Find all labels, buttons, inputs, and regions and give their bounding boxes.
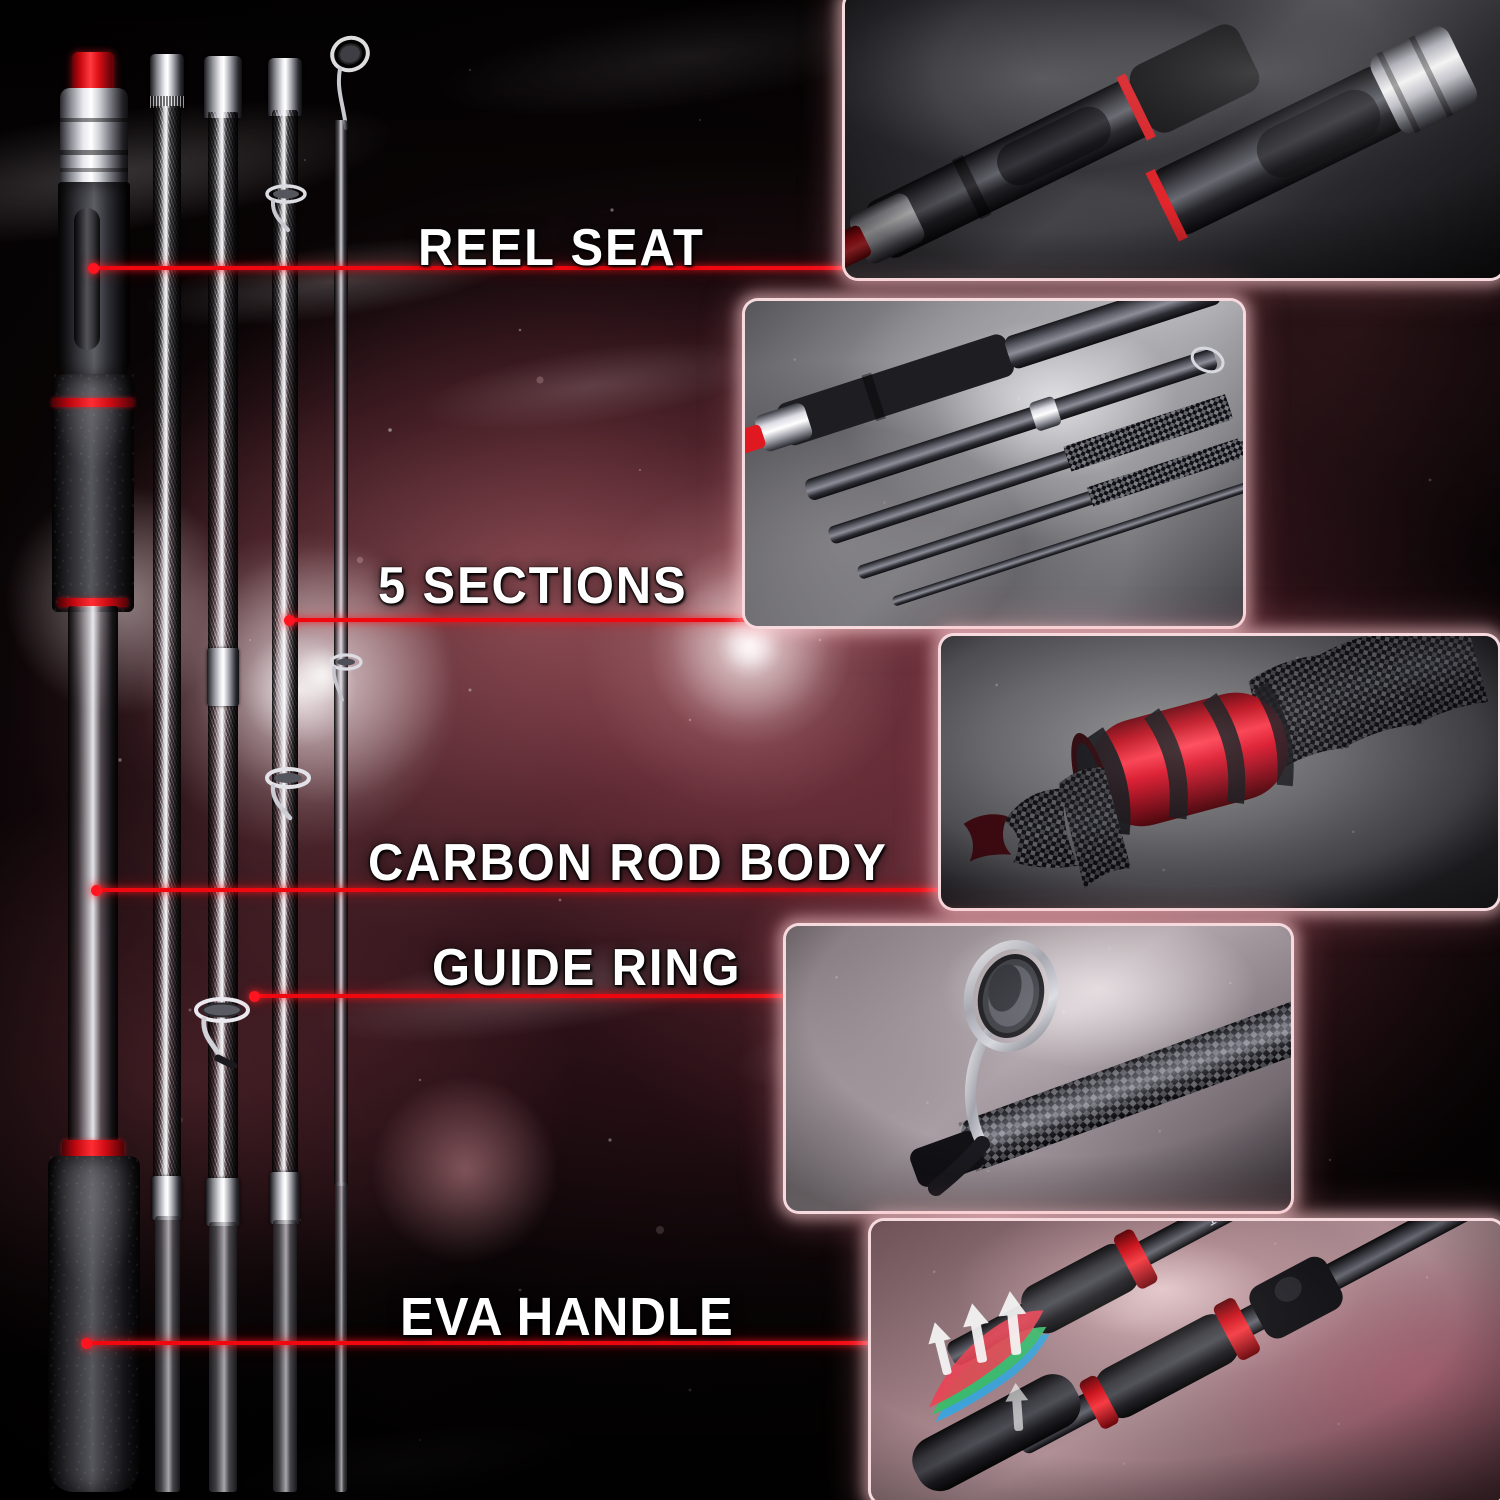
inset-guide-ring-photo bbox=[783, 923, 1294, 1214]
callout-line-eva-handle bbox=[85, 1341, 885, 1345]
section-4-joint-ferrule bbox=[270, 1172, 300, 1224]
callout-line-reel-seat bbox=[92, 266, 852, 270]
callout-line-carbon-rod-body bbox=[95, 888, 950, 892]
rear-eva-handle bbox=[48, 1156, 140, 1492]
callout-label-eva-handle: EVA HANDLE bbox=[400, 1287, 734, 1347]
inset-carbon-rod-body-photo bbox=[938, 633, 1500, 911]
rod-part-tip-section bbox=[318, 0, 388, 1500]
callout-dot-reel-seat bbox=[88, 263, 99, 274]
callout-label-carbon-rod-body: CARBON ROD BODY bbox=[368, 834, 888, 892]
section-4-blank bbox=[272, 110, 298, 1182]
callout-dot-carbon-rod-body bbox=[91, 885, 102, 896]
reel-seat-groove-3 bbox=[60, 168, 128, 172]
section-2-thread-wrap bbox=[150, 96, 184, 108]
butt-cap-red bbox=[72, 52, 114, 94]
section-2-spigot bbox=[155, 1216, 180, 1492]
fore-grip-red-ring bbox=[52, 398, 134, 407]
section-4-tip-ferrule bbox=[268, 58, 302, 116]
callout-label-reel-seat: REEL SEAT bbox=[418, 219, 705, 277]
callout-dot-eva-handle bbox=[81, 1338, 92, 1349]
section-4-spigot bbox=[273, 1220, 297, 1492]
rod-part-butt-section bbox=[0, 0, 180, 1500]
tip-guide-ring bbox=[329, 653, 363, 702]
section-2-blank bbox=[153, 106, 181, 1186]
inset-reel-seat-photo bbox=[842, 0, 1500, 281]
fore-grip bbox=[52, 374, 134, 612]
rod-part-section-3 bbox=[194, 0, 268, 1500]
section-3-spigot bbox=[209, 1222, 237, 1492]
callout-label-guide-ring: GUIDE RING bbox=[432, 939, 742, 997]
rear-grip-red-collar bbox=[62, 1140, 124, 1158]
section-4-guide-ring-mid bbox=[265, 767, 311, 821]
rod-part-section-4 bbox=[262, 0, 332, 1500]
reel-seat-groove-1 bbox=[60, 118, 128, 122]
inset-eva-handle-photo: 10-30g bbox=[868, 1218, 1500, 1500]
callout-dot-guide-ring bbox=[249, 991, 260, 1002]
callout-dot-five-sections bbox=[284, 615, 295, 626]
tip-top-guide bbox=[330, 35, 370, 130]
callout-label-five-sections: 5 SECTIONS bbox=[378, 557, 688, 615]
section-2-joint-ferrule bbox=[152, 1176, 182, 1220]
callout-line-guide-ring bbox=[253, 994, 798, 998]
reel-seat-cutout bbox=[74, 208, 100, 350]
callout-line-five-sections bbox=[288, 618, 758, 622]
rod-part-section-2 bbox=[146, 0, 206, 1500]
inset-five-sections-photo bbox=[742, 298, 1246, 629]
section-3-joint-ferrule bbox=[206, 1178, 240, 1226]
tip-blank bbox=[334, 120, 348, 1186]
tip-spigot bbox=[335, 1182, 347, 1492]
butt-blank-red-ring bbox=[58, 598, 128, 607]
reel-seat-chrome-collar bbox=[60, 88, 128, 184]
section-3-tip-ferrule bbox=[204, 56, 242, 118]
section-4-guide-ring-top bbox=[265, 184, 307, 232]
reel-seat-groove-2 bbox=[60, 150, 128, 155]
section-3-mid-ferrule bbox=[207, 648, 239, 706]
butt-blank bbox=[68, 606, 118, 1146]
section-3-guide-ring bbox=[194, 997, 250, 1068]
